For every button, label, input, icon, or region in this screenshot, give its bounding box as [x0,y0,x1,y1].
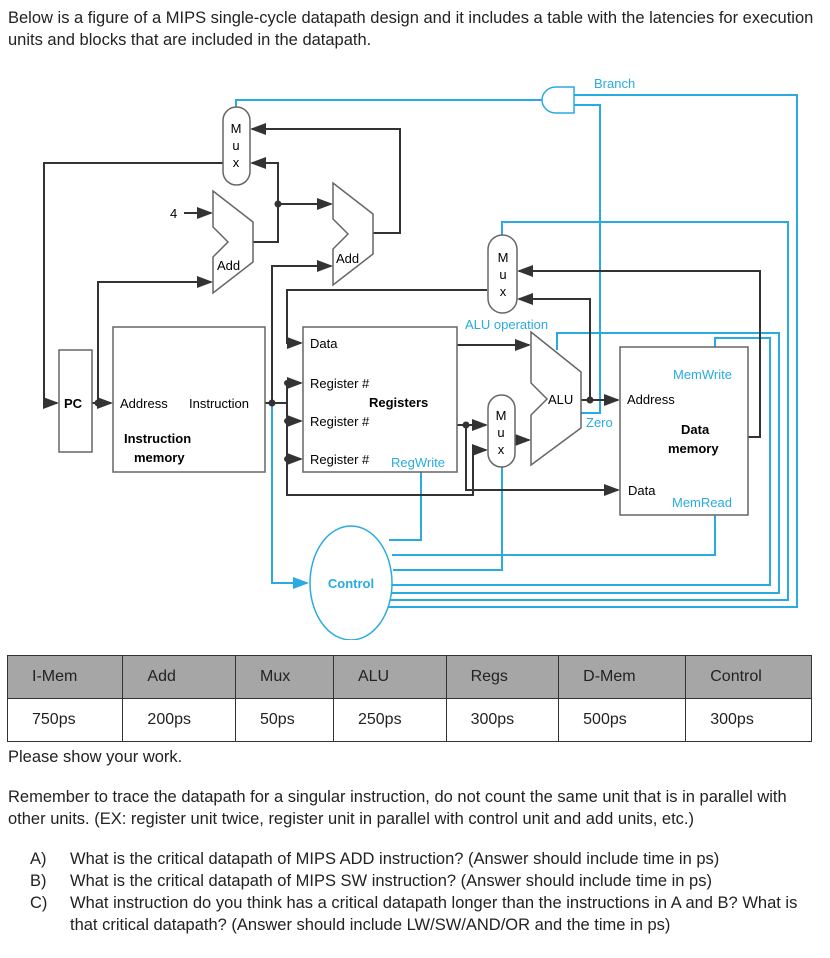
alu: ALU [530,330,582,467]
header-cell: Mux [235,655,334,699]
svg-text:memory: memory [668,441,719,456]
svg-text:RegWrite: RegWrite [391,455,445,470]
svg-text:Register #: Register # [310,376,370,391]
svg-text:Registers: Registers [369,395,428,410]
header-cell: ALU [332,655,447,699]
pc-adder: Add [212,189,254,295]
svg-text:Data: Data [681,422,710,437]
header-cell: Regs [445,655,560,699]
svg-text:memory: memory [134,450,185,465]
svg-text:ALU: ALU [548,392,573,407]
svg-text:MemWrite: MemWrite [673,367,732,382]
svg-text:Instruction: Instruction [124,431,191,446]
register-file: Data Register # Registers Register # Reg… [302,326,458,473]
branch-adder: Add [332,181,374,287]
data-memory: MemWrite Address Data memory Data MemRead [619,346,749,516]
svg-text:Register #: Register # [310,452,370,467]
svg-text:Control: Control [328,576,374,591]
header-cell: I-Mem [6,655,124,699]
constant-four: 4 [170,206,177,221]
svg-text:Add: Add [336,251,359,266]
show-work-text: Please show your work. [8,748,183,766]
svg-text:u: u [499,267,506,282]
svg-text:Address: Address [627,392,675,407]
value-cell: 300ps [445,698,560,742]
svg-text:M: M [498,250,509,265]
branch-label: Branch [594,76,635,91]
svg-text:Instruction: Instruction [189,396,249,411]
svg-text:Address: Address [120,396,168,411]
pc-mux: Mux [222,106,251,186]
pc-register: PC [58,349,93,453]
question-c: C)What instruction do you think has a cr… [30,894,798,934]
question-b: B)What is the critical datapath of MIPS … [30,872,712,890]
branch-and-gate [541,86,575,114]
alu-operation-label: ALU operation [465,317,548,332]
svg-text:x: x [233,155,240,170]
svg-text:PC: PC [64,396,83,411]
svg-text:M: M [231,121,242,136]
svg-text:Data: Data [310,336,338,351]
value-cell: 500ps [558,698,687,742]
svg-text:MemRead: MemRead [672,495,732,510]
alu-src-mux: Mux [487,394,516,468]
intro-text: Below is a figure of a MIPS single-cycle… [8,9,814,49]
control-unit: Control [309,525,393,640]
header-cell: Add [122,655,236,699]
svg-text:x: x [500,284,507,299]
svg-text:Data: Data [628,483,656,498]
value-cell: 200ps [122,698,236,742]
question-a: A)What is the critical datapath of MIPS … [30,850,720,868]
header-cell: D-Mem [558,655,687,699]
value-cell: 50ps [235,698,334,742]
zero-label: Zero [586,415,613,430]
svg-text:u: u [232,138,239,153]
question-list: A)What is the critical datapath of MIPS … [30,848,820,936]
svg-text:M: M [496,408,507,423]
reminder-text: Remember to trace the datapath for a sin… [8,788,787,828]
svg-text:Register #: Register # [310,414,370,429]
value-cell: 250ps [332,698,447,742]
writeback-mux: Mux [487,234,518,314]
header-cell: Control [685,655,812,699]
svg-text:Add: Add [217,258,240,273]
control-wires [235,94,798,608]
svg-text:x: x [498,442,505,457]
value-cell: 300ps [685,698,812,742]
svg-text:u: u [497,425,504,440]
data-wires [43,123,761,496]
value-cell: 750ps [6,698,124,742]
